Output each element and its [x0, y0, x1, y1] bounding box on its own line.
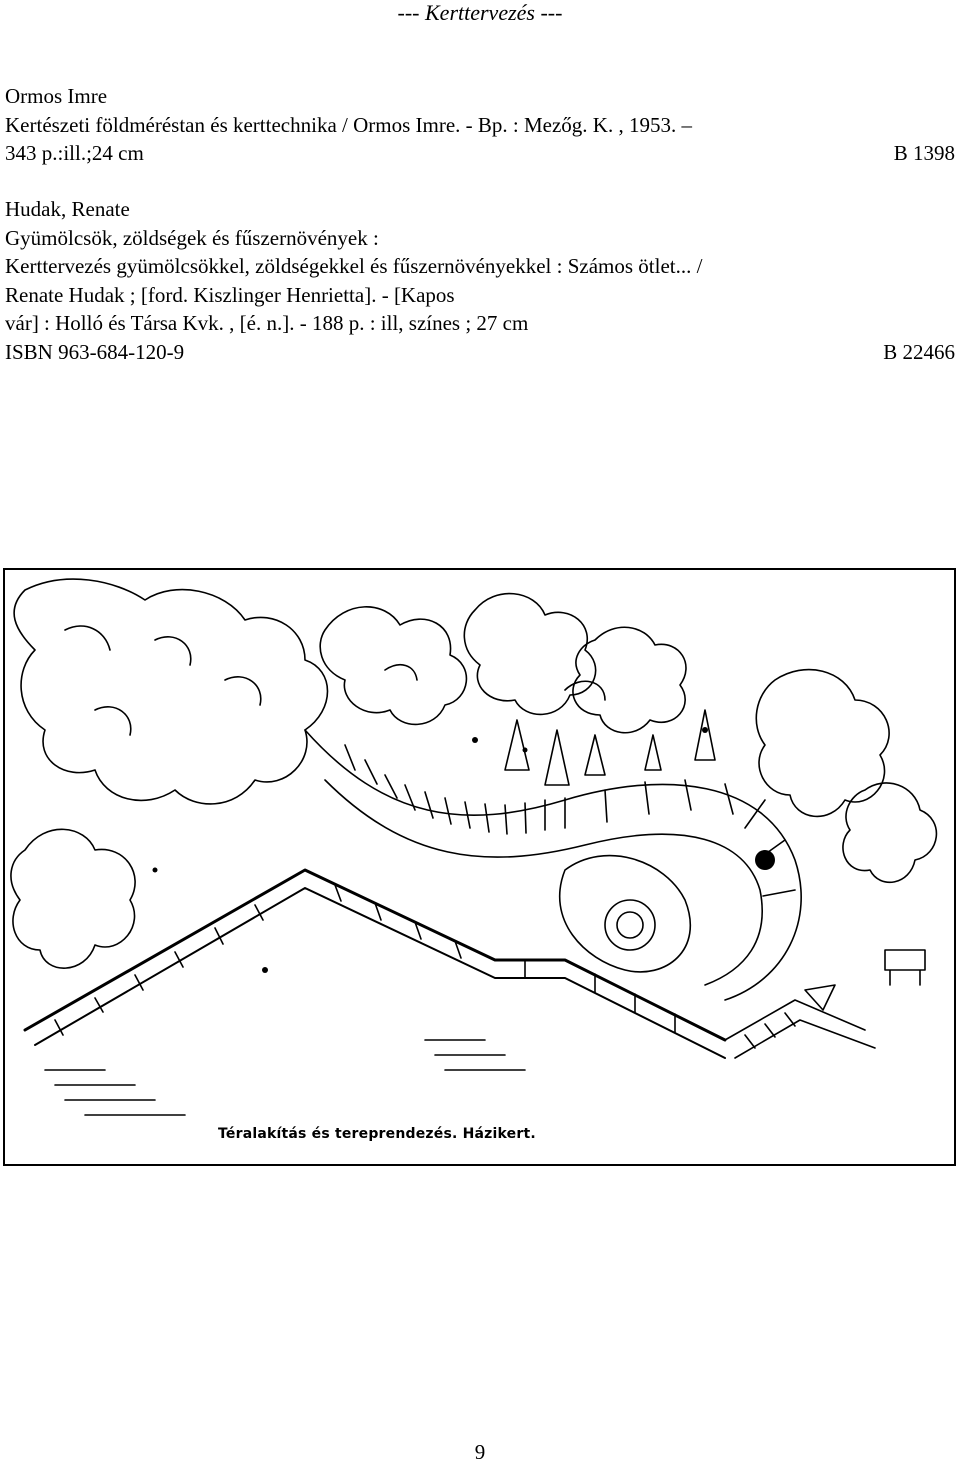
entry-title: Kertészeti földméréstan és kerttechnika …: [5, 112, 692, 137]
garden-illustration: [3, 568, 956, 1166]
entry-title-line-1: Gyümölcsök, zöldségek és fűszernövények …: [5, 225, 379, 250]
catalog-entry-hudak: Hudak, Renate Gyümölcsök, zöldségek és f…: [5, 195, 955, 366]
entry-isbn: ISBN 963-684-120-9: [5, 339, 185, 364]
entry-call-number: B 1398: [893, 141, 955, 165]
entry-extent: 343 p.:ill.;24 cm: [5, 141, 144, 165]
entry-extent-row: 343 p.:ill.;24 cm B 1398: [5, 139, 955, 168]
entry-title-line-2: Kerttervezés gyümölcsökkel, zöldségekkel…: [5, 254, 703, 278]
page-number: 9: [474, 1440, 486, 1464]
catalog-entry-ormos: Ormos Imre Kertészeti földméréstan és ke…: [5, 82, 955, 168]
entry-author: Hudak, Renate: [5, 197, 130, 221]
running-header: --- Kerttervezés ---: [397, 0, 563, 25]
garden-sketch: [10, 578, 938, 1116]
entry-author: Ormos Imre: [5, 84, 108, 108]
entry-call-number: B 22466: [883, 339, 955, 364]
entry-isbn-row: ISBN 963-684-120-9 B 22466: [5, 338, 955, 367]
figure-caption: Téralakítás és tereprendezés. Házikert.: [218, 1126, 536, 1142]
entry-title-line-4: vár] : Holló és Társa Kvk. , [é. n.]. - …: [5, 311, 529, 335]
entry-title-line-3: Renate Hudak ; [ford. Kiszlinger Henriet…: [5, 282, 455, 307]
